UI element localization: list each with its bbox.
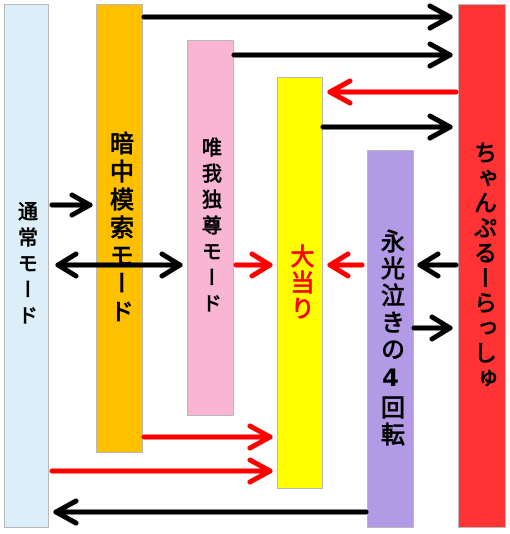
mode-box-eiko: 永光泣きの4回転 <box>367 150 414 528</box>
mode-label-eiko: 永光泣きの4回転 <box>376 229 405 449</box>
mode-label-tsujo: 通常モード <box>14 201 39 331</box>
mode-box-tsujo: 通常モード <box>4 4 49 528</box>
mode-label-champu: ちゃんぷるーらっしゅ <box>469 141 496 391</box>
mode-box-champu: ちゃんぷるーらっしゅ <box>458 4 506 528</box>
mode-box-yuiga: 唯我独尊モード <box>187 40 234 416</box>
mode-label-anchu: 暗中模索モード <box>105 130 134 327</box>
mode-box-ooatari: 大当り <box>277 77 323 489</box>
mode-label-yuiga: 唯我独尊モード <box>198 137 223 319</box>
mode-label-ooatari: 大当り <box>286 244 314 322</box>
mode-box-anchu: 暗中模索モード <box>96 4 143 453</box>
